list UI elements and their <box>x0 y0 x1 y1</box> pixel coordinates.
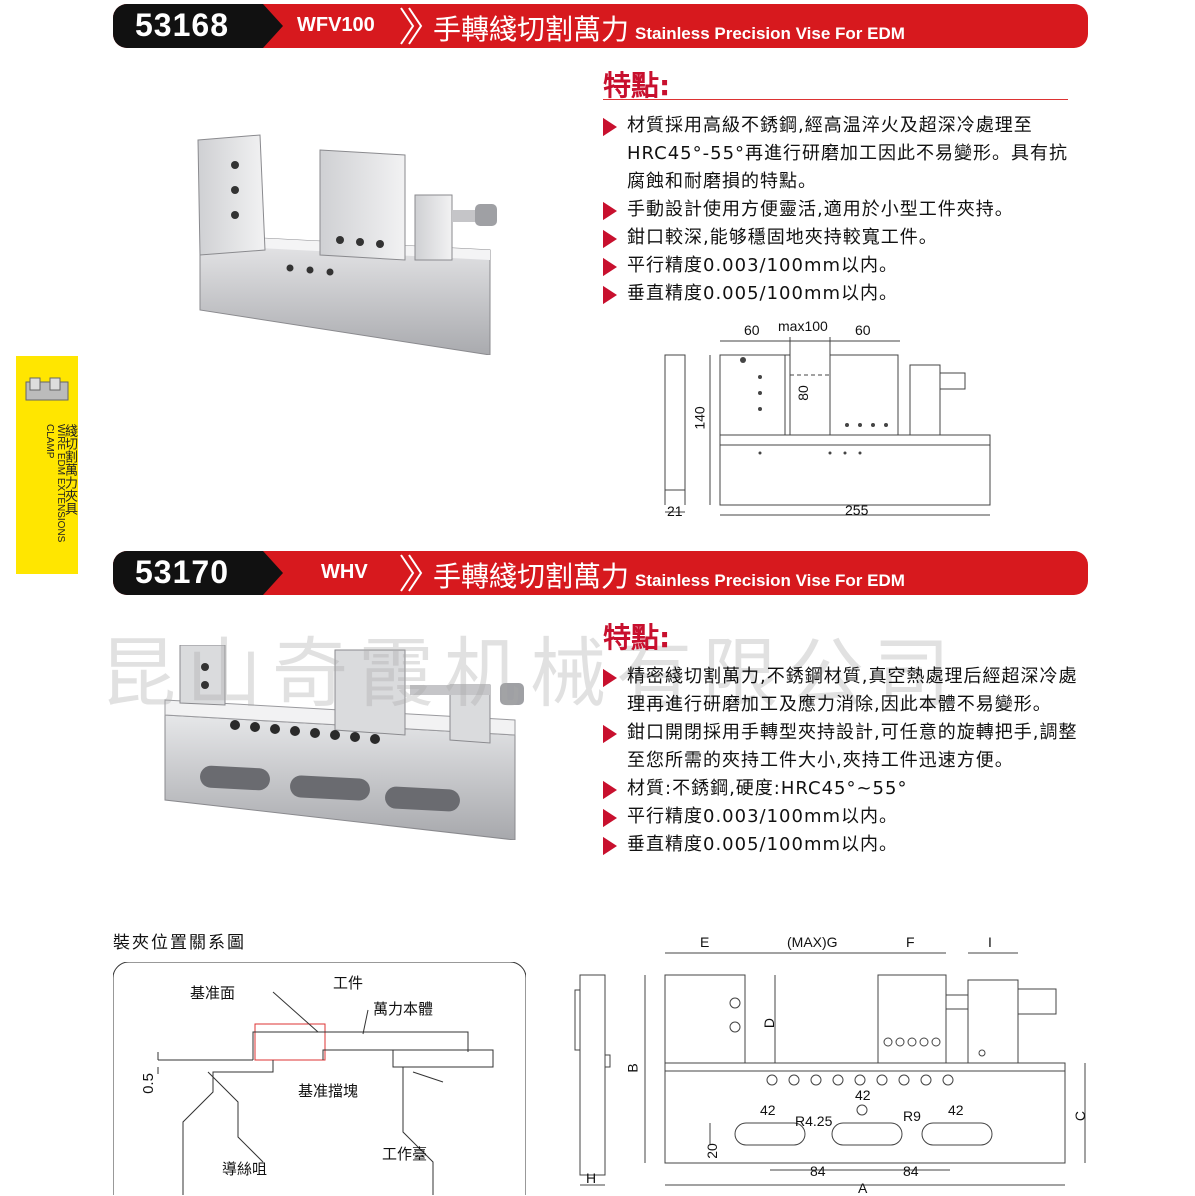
label-vise-body: 萬力本體 <box>373 1000 434 1018</box>
side-tab-en: WIRE EDM EXTENSIONS CLAMP <box>44 424 66 543</box>
dim-C: C <box>1072 1110 1089 1122</box>
label-workpiece: 工件 <box>333 974 364 992</box>
dim-80: 80 <box>794 385 811 401</box>
dim-84-b: 84 <box>903 1163 919 1179</box>
label-reference-face: 基准面 <box>190 984 236 1002</box>
clamp-diagram-title: 裝夾位置關系圖 <box>113 933 246 953</box>
dim-R9: R9 <box>903 1108 921 1124</box>
dim-140: 140 <box>691 406 708 430</box>
label-reference-block: 基准擋塊 <box>298 1082 359 1100</box>
product-code: 53170 <box>135 554 229 590</box>
vise-wfv100-photo <box>197 134 497 355</box>
banner-shape <box>113 4 1088 48</box>
product-title: 手轉綫切割萬力 Stainless Precision Vise For EDM <box>433 8 905 48</box>
dim-A: A <box>858 1180 868 1196</box>
dim-G: (MAX)G <box>787 934 838 950</box>
feature-item: 材質:不銹鋼,硬度:HRC45°~55° <box>603 775 1083 803</box>
dim-255: 255 <box>845 502 869 518</box>
feature-item: 垂直精度0.005/100mm以内。 <box>603 831 1083 859</box>
vise-whv-photo <box>164 645 524 840</box>
dim-84-a: 84 <box>810 1163 826 1179</box>
features-heading-2: 特點: <box>603 621 671 654</box>
dim-H: H <box>586 1170 597 1186</box>
title-en: Stainless Precision Vise For EDM <box>635 24 905 43</box>
features-rule-1 <box>603 99 1068 100</box>
features-list-1: 材質採用高級不銹鋼,經高温淬火及超深冷處理至HRC45°-55°再進行研磨加工因… <box>603 112 1083 308</box>
feature-item: 平行精度0.003/100mm以内。 <box>603 803 1083 831</box>
features-list-2: 精密綫切割萬力,不銹鋼材質,真空熱處理后經超深冷處理再進行研磨加工及應力消除,因… <box>603 663 1083 859</box>
whv-dimension-drawing <box>574 952 1086 1186</box>
side-tab-cn: 綫切割萬力夾具 <box>62 424 77 515</box>
dim-42-a: 42 <box>760 1102 776 1118</box>
dim-I: I <box>988 934 992 950</box>
dim-21: 21 <box>667 503 683 519</box>
banner-53168: 53168 WFV100 手轉綫切割萬力 Stainless Precision … <box>113 4 1088 48</box>
label-gap: 0.5 <box>139 1073 157 1094</box>
feature-item: 手動設計使用方便靈活,適用於小型工件夾持。 <box>603 196 1083 224</box>
title-en: Stainless Precision Vise For EDM <box>635 571 905 590</box>
dim-42-c: 42 <box>948 1102 964 1118</box>
clamp-position-diagram <box>113 962 526 1195</box>
features-heading-1: 特點: <box>603 69 671 102</box>
feature-item: 鉗口開閉採用手轉型夾持設計,可任意的旋轉把手,調整至您所需的夾持工件大小,夾持工… <box>603 719 1083 775</box>
feature-item: 精密綫切割萬力,不銹鋼材質,真空熱處理后經超深冷處理再進行研磨加工及應力消除,因… <box>603 663 1083 719</box>
feature-item: 平行精度0.003/100mm以内。 <box>603 252 1083 280</box>
label-wire-nozzle: 導絲咀 <box>222 1160 268 1178</box>
feature-item: 鉗口較深,能够穩固地夾持較寬工件。 <box>603 224 1083 252</box>
dim-42-b: 42 <box>855 1087 871 1103</box>
product-model: WFV100 <box>297 14 375 36</box>
dim-F: F <box>906 934 915 950</box>
product-title: 手轉綫切割萬力 Stainless Precision Vise For EDM <box>433 555 905 595</box>
label-worktable: 工作臺 <box>382 1145 428 1163</box>
side-category-tab: 綫切割萬力夾具 WIRE EDM EXTENSIONS CLAMP <box>16 356 78 574</box>
dim-max100: max100 <box>778 318 828 334</box>
product-code: 53168 <box>135 7 229 43</box>
title-cn: 手轉綫切割萬力 <box>433 560 630 593</box>
dim-60-right: 60 <box>855 322 871 338</box>
product-model: WHV <box>321 561 368 583</box>
dim-B: B <box>624 1063 641 1073</box>
dim-R4-25: R4.25 <box>795 1113 833 1129</box>
banner-shape <box>113 551 1088 595</box>
wfv100-dimension-drawing <box>664 337 991 516</box>
feature-item: 材質採用高級不銹鋼,經高温淬火及超深冷處理至HRC45°-55°再進行研磨加工因… <box>603 112 1083 196</box>
dim-20: 20 <box>703 1143 720 1159</box>
dim-D: D <box>761 1017 778 1029</box>
title-cn: 手轉綫切割萬力 <box>433 13 630 46</box>
dim-E: E <box>700 934 710 950</box>
dim-60-left: 60 <box>744 322 760 338</box>
vise-thumbnail-icon <box>25 377 69 401</box>
banner-53170: 53170 WHV 手轉綫切割萬力 Stainless Precision Vis… <box>113 551 1088 595</box>
feature-item: 垂直精度0.005/100mm以内。 <box>603 280 1083 308</box>
